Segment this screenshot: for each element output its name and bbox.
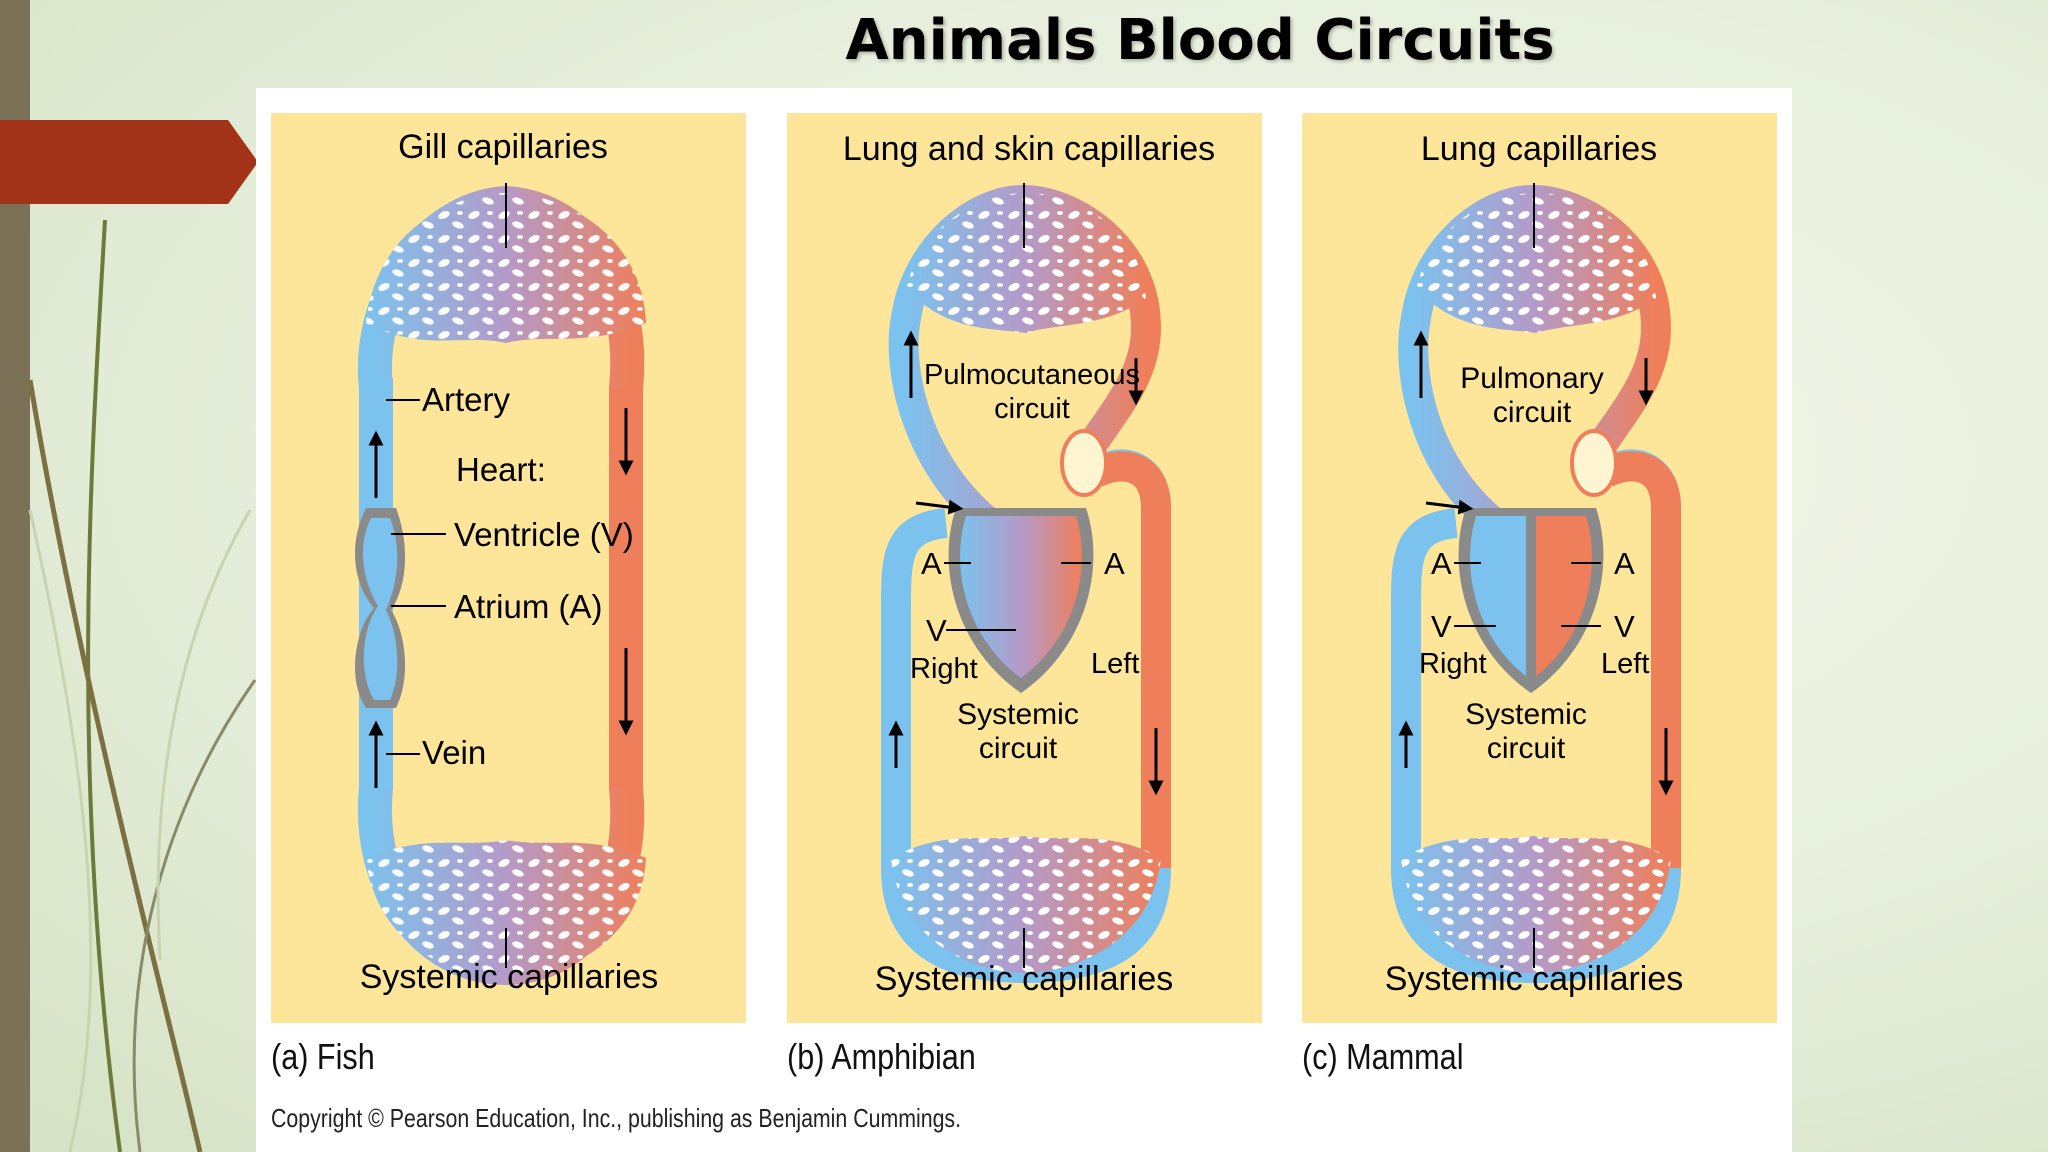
mammal-label-right: Right <box>1419 648 1487 680</box>
mammal-top-label: Lung capillaries <box>1421 130 1657 168</box>
amphibian-label-pulm-2: circuit <box>994 393 1070 425</box>
mammal-label-atrium-right: A <box>1614 546 1635 581</box>
accent-arrow-shape <box>0 120 258 204</box>
amphibian-label-sys-1: Systemic <box>957 698 1079 731</box>
mammal-bottom-label: Systemic capillaries <box>1385 960 1684 998</box>
fish-top-label: Gill capillaries <box>398 128 608 166</box>
amphibian-bottom-label: Systemic capillaries <box>875 960 1174 998</box>
mammal-label-atrium-left: A <box>1431 546 1452 581</box>
fish-systemic-capillary-holes <box>366 840 646 978</box>
fish-heart-chambers <box>362 518 398 700</box>
mammal-label-pulm-2: circuit <box>1493 396 1572 429</box>
mammal-caption: (c) Mammal <box>1302 1036 1464 1077</box>
amphibian-label-right: Right <box>910 653 978 685</box>
amphibian-lung-capillary-holes <box>906 193 1146 333</box>
fish-label-artery: Artery <box>422 381 511 418</box>
amphibian-label-ventricle: V <box>926 613 947 648</box>
mammal-label-ventricle-right: V <box>1614 609 1635 644</box>
figure-svg: Gill capillaries Artery Heart: Ventricle… <box>271 113 1777 1023</box>
grass-decoration <box>27 219 257 1152</box>
mammal-lung-gap <box>1570 429 1618 497</box>
fish-panel: Gill capillaries Artery Heart: Ventricle… <box>271 113 746 1023</box>
mammal-label-ventricle-left: V <box>1431 609 1452 644</box>
amphibian-label-left: Left <box>1091 648 1139 680</box>
fish-bottom-label: Systemic capillaries <box>360 958 659 996</box>
mammal-label-left: Left <box>1601 648 1649 680</box>
amphibian-panel: Lung and skin capillaries Pulmocutaneous… <box>787 113 1262 1023</box>
circulation-figure: Gill capillaries Artery Heart: Ventricle… <box>256 88 1792 1152</box>
amphibian-top-label: Lung and skin capillaries <box>843 130 1215 168</box>
fish-gill-capillary-holes <box>366 193 646 343</box>
amphibian-label-pulm-1: Pulmocutaneous <box>924 359 1140 391</box>
mammal-heart-right <box>1470 516 1526 676</box>
copyright-notice: Copyright © Pearson Education, Inc., pub… <box>271 1103 962 1133</box>
mammal-label-pulm-1: Pulmonary <box>1460 362 1603 395</box>
amphibian-label-sys-2: circuit <box>979 732 1058 765</box>
mammal-arrow-5 <box>1425 499 1474 515</box>
amphibian-arrow-5 <box>915 499 964 515</box>
amphibian-label-atrium-left: A <box>921 546 942 581</box>
mammal-label-sys-2: circuit <box>1487 732 1566 765</box>
mammal-heart-left <box>1536 516 1592 676</box>
fish-label-ventricle: Ventricle (V) <box>454 516 634 553</box>
mammal-lung-capillary-holes <box>1416 193 1656 333</box>
fish-label-heart: Heart: <box>456 451 546 488</box>
amphibian-lung-gap <box>1060 429 1108 497</box>
amphibian-label-atrium-right: A <box>1104 546 1125 581</box>
mammal-systemic-capillary-holes <box>1401 836 1671 973</box>
slide-title: Animals Blood Circuits <box>845 8 1555 73</box>
mammal-label-sys-1: Systemic <box>1465 698 1587 731</box>
amphibian-systemic-capillary-holes <box>891 836 1161 973</box>
mammal-panel: Lung capillaries Pulmonary circuit A A V… <box>1302 113 1777 1023</box>
fish-label-vein: Vein <box>422 734 486 771</box>
fish-label-atrium: Atrium (A) <box>454 588 603 625</box>
amphibian-caption: (b) Amphibian <box>787 1036 976 1077</box>
fish-caption: (a) Fish <box>271 1036 375 1077</box>
amphibian-heart <box>960 516 1082 678</box>
